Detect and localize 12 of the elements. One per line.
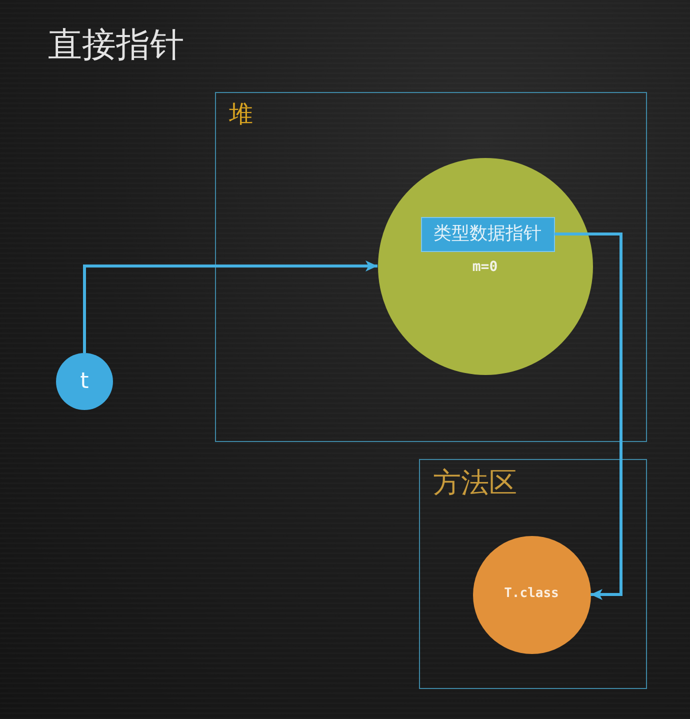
field-value-label: m=0 — [472, 258, 498, 275]
method-area-box — [419, 459, 647, 689]
type-pointer-box — [420, 216, 554, 252]
arrow — [554, 232, 622, 600]
arrow — [83, 260, 378, 353]
heap-region-box — [215, 92, 647, 442]
region-heading: 方法区 — [433, 467, 517, 500]
region-heading: 堆 — [229, 101, 253, 129]
class-label: T.class — [504, 587, 559, 602]
pointer-label: 类型数据指针 — [434, 224, 542, 244]
diagram-title: 直接指针 — [48, 24, 184, 67]
variable-label: t — [80, 368, 89, 394]
